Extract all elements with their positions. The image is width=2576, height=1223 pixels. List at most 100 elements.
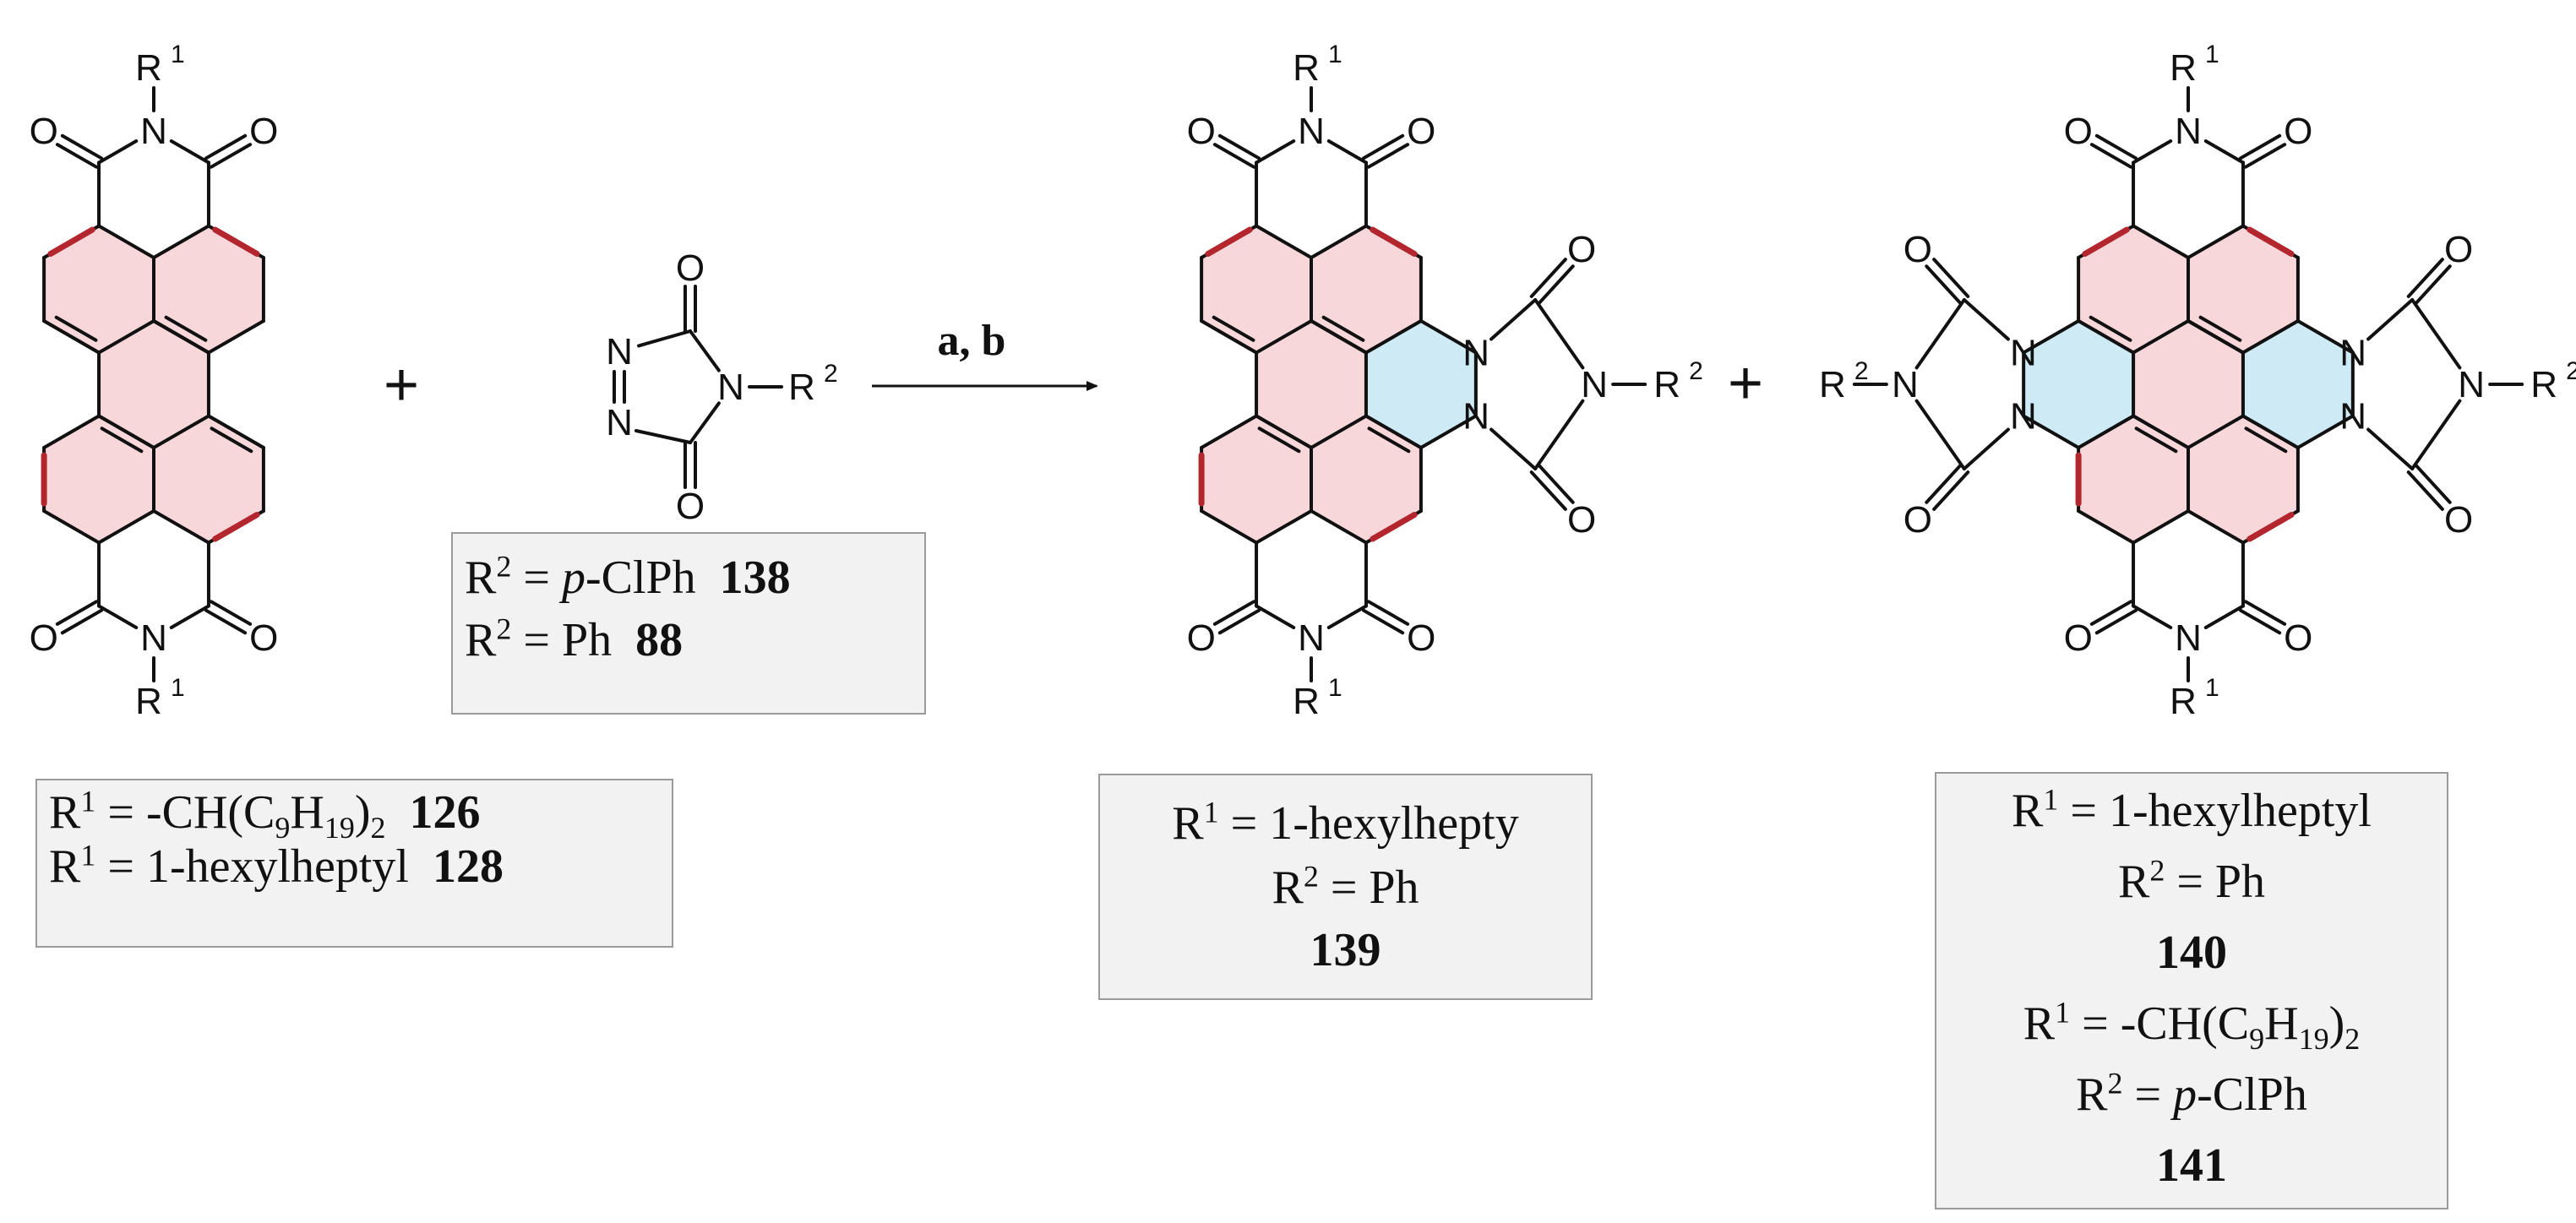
bond-line [2247,512,2295,542]
bond-line [1257,427,1301,454]
bond-line [2366,298,2415,341]
urazole-oxygen-top: O [1567,229,1596,270]
perylene-ring-fill [1201,226,1311,353]
bond-line [47,226,95,257]
label-line-139-r1: R1 = 1-hexylhepty [1172,795,1519,850]
urazole-nitrogen-r: N [1581,364,1608,405]
bond-line [1419,319,1478,355]
bond-line [2022,414,2081,449]
bond-line [1537,264,1575,306]
r2-substituent: R [1819,364,1846,405]
perylene-ring-fill [1201,416,1311,543]
urazole-oxygen-top: O [2444,229,2473,270]
bond-line [2132,139,2173,165]
plus-sign-2: + [1728,350,1763,417]
bond-line [2134,427,2178,454]
carbonyl-oxygen-left: O [1187,111,1216,152]
bond-line [152,224,210,259]
perylene-ring-fill [99,321,209,448]
bond-line [2243,143,2287,169]
bond-line [2022,319,2081,355]
bond-line [2406,258,2444,298]
bond-line [42,414,101,449]
bond-line [1310,319,1368,355]
bond-line [60,608,104,635]
bond-line [1212,315,1255,342]
imide-nitrogen: N [1298,617,1325,659]
bond-line [1217,133,1261,160]
compound-number-128: 128 [432,840,504,893]
compound-number-126: 126 [409,786,481,839]
bond-line [1326,604,1368,629]
bond-line [97,604,139,629]
bond-line [209,143,253,169]
urazole-nitrogen-a: N [2339,333,2366,374]
bond-line [2244,427,2288,454]
pyridazine-ring-fill [1365,321,1476,448]
bond-line [152,509,210,545]
bond-line [2089,143,2133,169]
bond-line [54,315,98,342]
carbonyl-oxygen-left: O [2064,617,2093,659]
bond-line [1200,509,1259,545]
perylene-ring-fill [1311,416,1421,543]
bond-line [206,414,265,449]
r1-substituent: R [2170,681,2197,722]
r2-substituent: R [2530,364,2557,405]
bond-line [164,315,208,342]
bond-line [2203,139,2245,165]
r2-substituent: R [788,367,815,408]
urazole-nitrogen-b: N [2339,396,2366,438]
bond-line [1490,298,1538,341]
triazole-nitrogen-1: N [606,331,633,372]
imide-nitrogen: N [2175,111,2202,152]
label-line-140-r1: R1 = 1-hexylheptyl [2012,782,2372,837]
bond-line [2414,264,2452,306]
bond-line [1490,427,1538,470]
r1-substituent-superscript: 1 [1328,674,1342,702]
carbonyl-oxygen-right: O [2284,111,2312,152]
bond-line [212,512,260,542]
bond-line [97,509,155,545]
bond-line [1370,226,1418,257]
bond-line [1925,264,1963,306]
bond-line [2296,414,2355,449]
bond-line [152,319,210,355]
label-box-138-88: R2 = p-ClPh 138 R2 = Ph 88 [451,532,926,715]
bond-line [42,509,101,545]
r2-substituent-superscript: 2 [1854,357,1869,385]
label-line-88: R2 = Ph 88 [465,612,683,666]
bond-line [689,401,721,444]
bond-line [1366,600,1410,626]
reaction-conditions: a, b [938,317,1006,365]
bond-line [2077,319,2136,355]
r1-substituent: R [135,47,162,89]
bond-line [2132,604,2173,629]
bond-line [210,427,253,454]
bond-line [1310,224,1368,259]
bond-line [97,414,155,449]
bond-line [2238,608,2282,635]
carbonyl-oxygen-right: O [1407,111,1435,152]
r1-substituent-superscript: 1 [1328,41,1342,68]
bond-line [42,319,101,355]
bond-line [2410,298,2462,370]
label-box-139: R1 = 1-hexylhepty R2 = Ph 139 [1098,774,1593,1000]
bond-line [1212,143,1256,169]
carbonyl-oxygen-right: O [249,111,278,152]
r1-substituent-superscript: 1 [171,41,185,68]
perylene-ring-fill [1311,226,1421,353]
bond-line [1205,226,1253,257]
bond-line [634,429,692,444]
bond-line [2094,608,2138,635]
bond-line [1962,298,2010,341]
bond-line [1200,319,1259,355]
imide-nitrogen: N [2175,617,2202,659]
r2-substituent-superscript: 2 [824,360,838,388]
urazole-nitrogen-a: N [1462,333,1490,374]
triazole-nitrogen-4: N [717,367,744,408]
r2-substituent: R [1653,364,1680,405]
bond-line [212,226,260,257]
bond-line [1361,608,1405,635]
